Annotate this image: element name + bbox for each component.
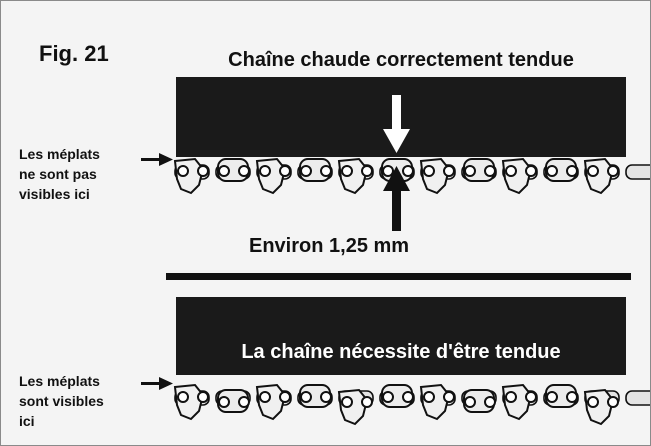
- section-divider: [166, 273, 631, 280]
- bottom-title: La chaîne nécessite d'être tendue: [241, 341, 561, 363]
- bottom-side-label-line: ici: [19, 413, 35, 429]
- bottom-pointer-arrow-icon: [141, 377, 173, 390]
- top-pointer-arrow-icon: [141, 153, 173, 166]
- bottom-side-label-line: sont visibles: [19, 393, 104, 409]
- top-side-label-line: ne sont pas: [19, 166, 97, 182]
- top-side-label-line: visibles ici: [19, 186, 90, 202]
- bottom-side-label: Les méplats sont visibles ici: [19, 371, 104, 431]
- chain-bottom: [173, 383, 650, 426]
- bottom-side-label-line: Les méplats: [19, 373, 100, 389]
- measurement-label: Environ 1,25 mm: [249, 235, 410, 257]
- chain-top: [173, 157, 650, 195]
- top-side-label-line: Les méplats: [19, 146, 100, 162]
- guide-bar-bottom: La chaîne nécessite d'être tendue: [176, 297, 626, 375]
- top-side-label: Les méplats ne sont pas visibles ici: [19, 144, 100, 204]
- top-title: Chaîne chaude correctement tendue: [228, 49, 574, 71]
- down-arrow-icon: [383, 95, 410, 153]
- up-arrow-icon: [383, 166, 410, 231]
- figure-label: Fig. 21: [39, 41, 109, 66]
